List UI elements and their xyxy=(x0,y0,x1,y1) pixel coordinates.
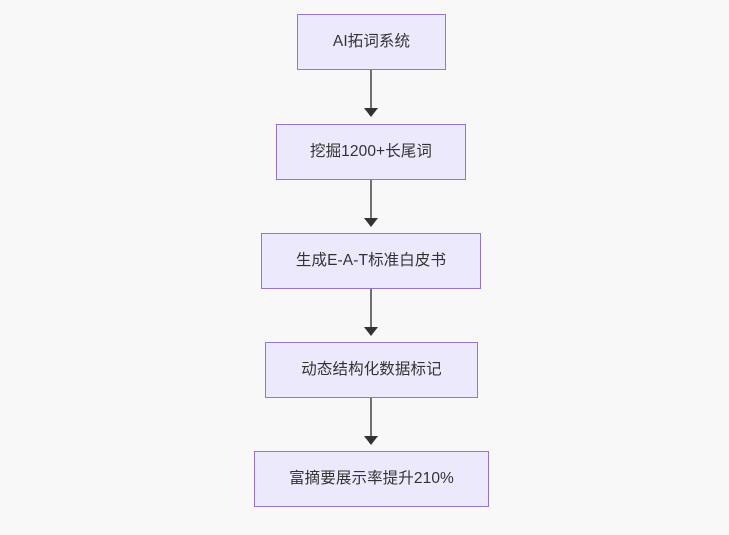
flowchart-edge-connector xyxy=(370,289,372,335)
flowchart-node-label: AI拓词系统 xyxy=(332,33,411,51)
flowchart-edge-connector xyxy=(370,398,372,444)
flowchart-node-label: 生成E-A-T标准白皮书 xyxy=(295,252,447,270)
flowchart-edge-connector xyxy=(370,180,372,226)
flowchart-node-mine-longtail-keywords[interactable]: 挖掘1200+长尾词 xyxy=(276,124,466,180)
arrow-down-icon xyxy=(364,436,378,445)
arrow-down-icon xyxy=(364,327,378,336)
arrow-down-icon xyxy=(364,108,378,117)
flowchart-node-label: 富摘要展示率提升210% xyxy=(289,470,454,488)
flowchart-node-label: 动态结构化数据标记 xyxy=(301,361,442,379)
arrow-down-icon xyxy=(364,218,378,227)
flowchart-node-generate-eat-whitepaper[interactable]: 生成E-A-T标准白皮书 xyxy=(261,233,481,289)
flowchart-node-dynamic-structured-data[interactable]: 动态结构化数据标记 xyxy=(265,342,478,398)
flowchart-node-ai-keyword-system[interactable]: AI拓词系统 xyxy=(297,14,446,70)
flowchart-edge-connector xyxy=(370,70,372,116)
flowchart-node-label: 挖掘1200+长尾词 xyxy=(309,143,433,161)
flowchart-node-rich-snippet-result[interactable]: 富摘要展示率提升210% xyxy=(254,451,489,507)
